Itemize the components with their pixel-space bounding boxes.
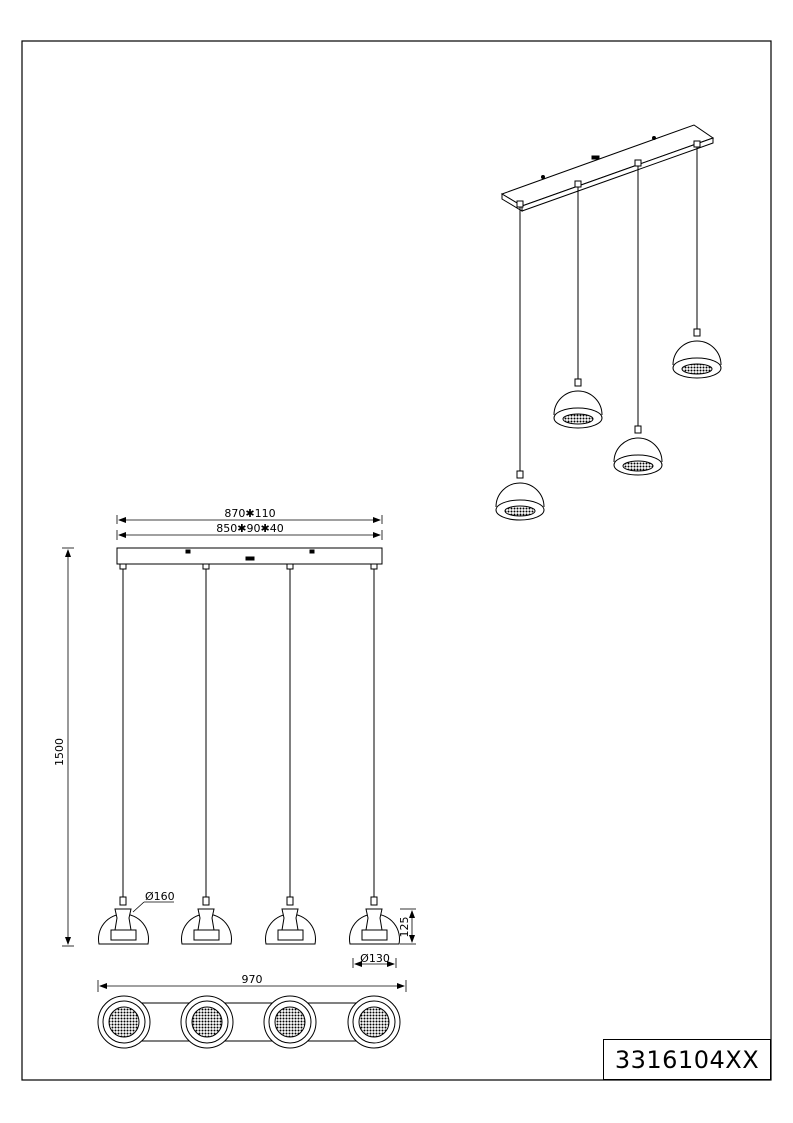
sheet-border — [21, 40, 772, 1081]
dim-shade-height: 125 — [398, 917, 411, 938]
front-pendant-2 — [181, 896, 232, 945]
perspective-pendant-3 — [613, 425, 663, 476]
top-view-bar — [123, 1002, 375, 1042]
top-view — [97, 995, 401, 1049]
front-pendant-3 — [265, 896, 316, 945]
perspective-pendant-2 — [553, 378, 603, 429]
top-pendant-1 — [97, 995, 151, 1049]
product-code: 3316104XX — [603, 1039, 771, 1080]
perspective-pendant-4 — [672, 328, 722, 379]
dim-canopy-inner: 850✱90✱40 — [216, 522, 283, 535]
perspective-pendant-1 — [495, 470, 545, 521]
canopy-top — [500, 124, 715, 207]
top-pendant-3 — [263, 995, 317, 1049]
top-pendant-2 — [180, 995, 234, 1049]
perspective-view — [495, 124, 722, 521]
front-view — [98, 547, 400, 945]
top-pendant-4 — [347, 995, 401, 1049]
canopy-side — [521, 137, 714, 212]
dim-shade-diameter: Ø160 — [145, 890, 175, 903]
dim-canopy-outer: 870✱110 — [224, 507, 275, 520]
dim-opening-diameter: Ø130 — [360, 952, 390, 965]
dim-total-width: 970 — [242, 973, 263, 986]
front-pendant-4 — [349, 896, 400, 945]
dim-height: 1500 — [53, 738, 66, 766]
dimension-lines — [62, 515, 416, 992]
front-pendant-1 — [98, 896, 149, 945]
canopy-front-view — [116, 547, 383, 565]
